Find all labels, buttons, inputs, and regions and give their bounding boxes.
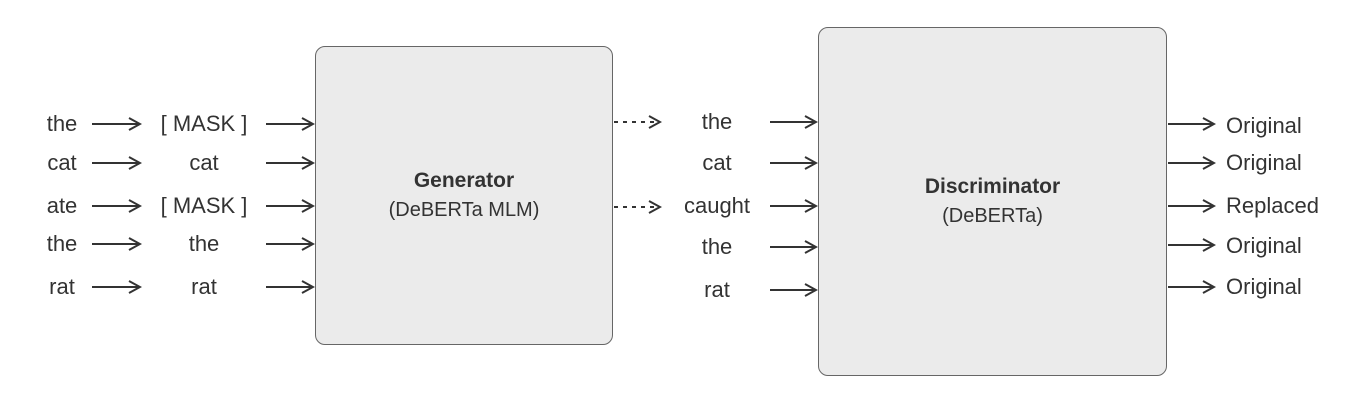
generator-box: Generator (DeBERTa MLM): [315, 46, 613, 345]
generator-subtitle: (DeBERTa MLM): [388, 199, 540, 221]
discriminator-subtitle: (DeBERTa): [942, 205, 1043, 227]
discriminator-box: Discriminator (DeBERTa): [818, 27, 1167, 376]
output-label: Original: [1226, 113, 1302, 138]
masked-token: [ MASK ]: [160, 193, 248, 218]
output-label: Replaced: [1226, 193, 1319, 218]
discriminator-title: Discriminator: [924, 175, 1061, 198]
input-token: the: [46, 231, 78, 256]
input-token: ate: [46, 193, 78, 218]
generated-token: caught: [683, 193, 751, 218]
masked-token: the: [188, 231, 220, 256]
generated-token: rat: [704, 277, 730, 302]
masked-token: [ MASK ]: [160, 111, 248, 136]
generator-title: Generator: [413, 169, 515, 192]
output-label: Original: [1226, 274, 1302, 299]
generated-token: cat: [702, 150, 732, 175]
output-label: Original: [1226, 233, 1302, 258]
masked-token: cat: [189, 150, 219, 175]
generated-token: the: [701, 234, 733, 259]
generated-token: the: [701, 109, 733, 134]
masked-token: rat: [191, 274, 217, 299]
input-token: the: [46, 111, 78, 136]
input-token: rat: [49, 274, 75, 299]
output-label: Original: [1226, 150, 1302, 175]
input-token: cat: [47, 150, 77, 175]
